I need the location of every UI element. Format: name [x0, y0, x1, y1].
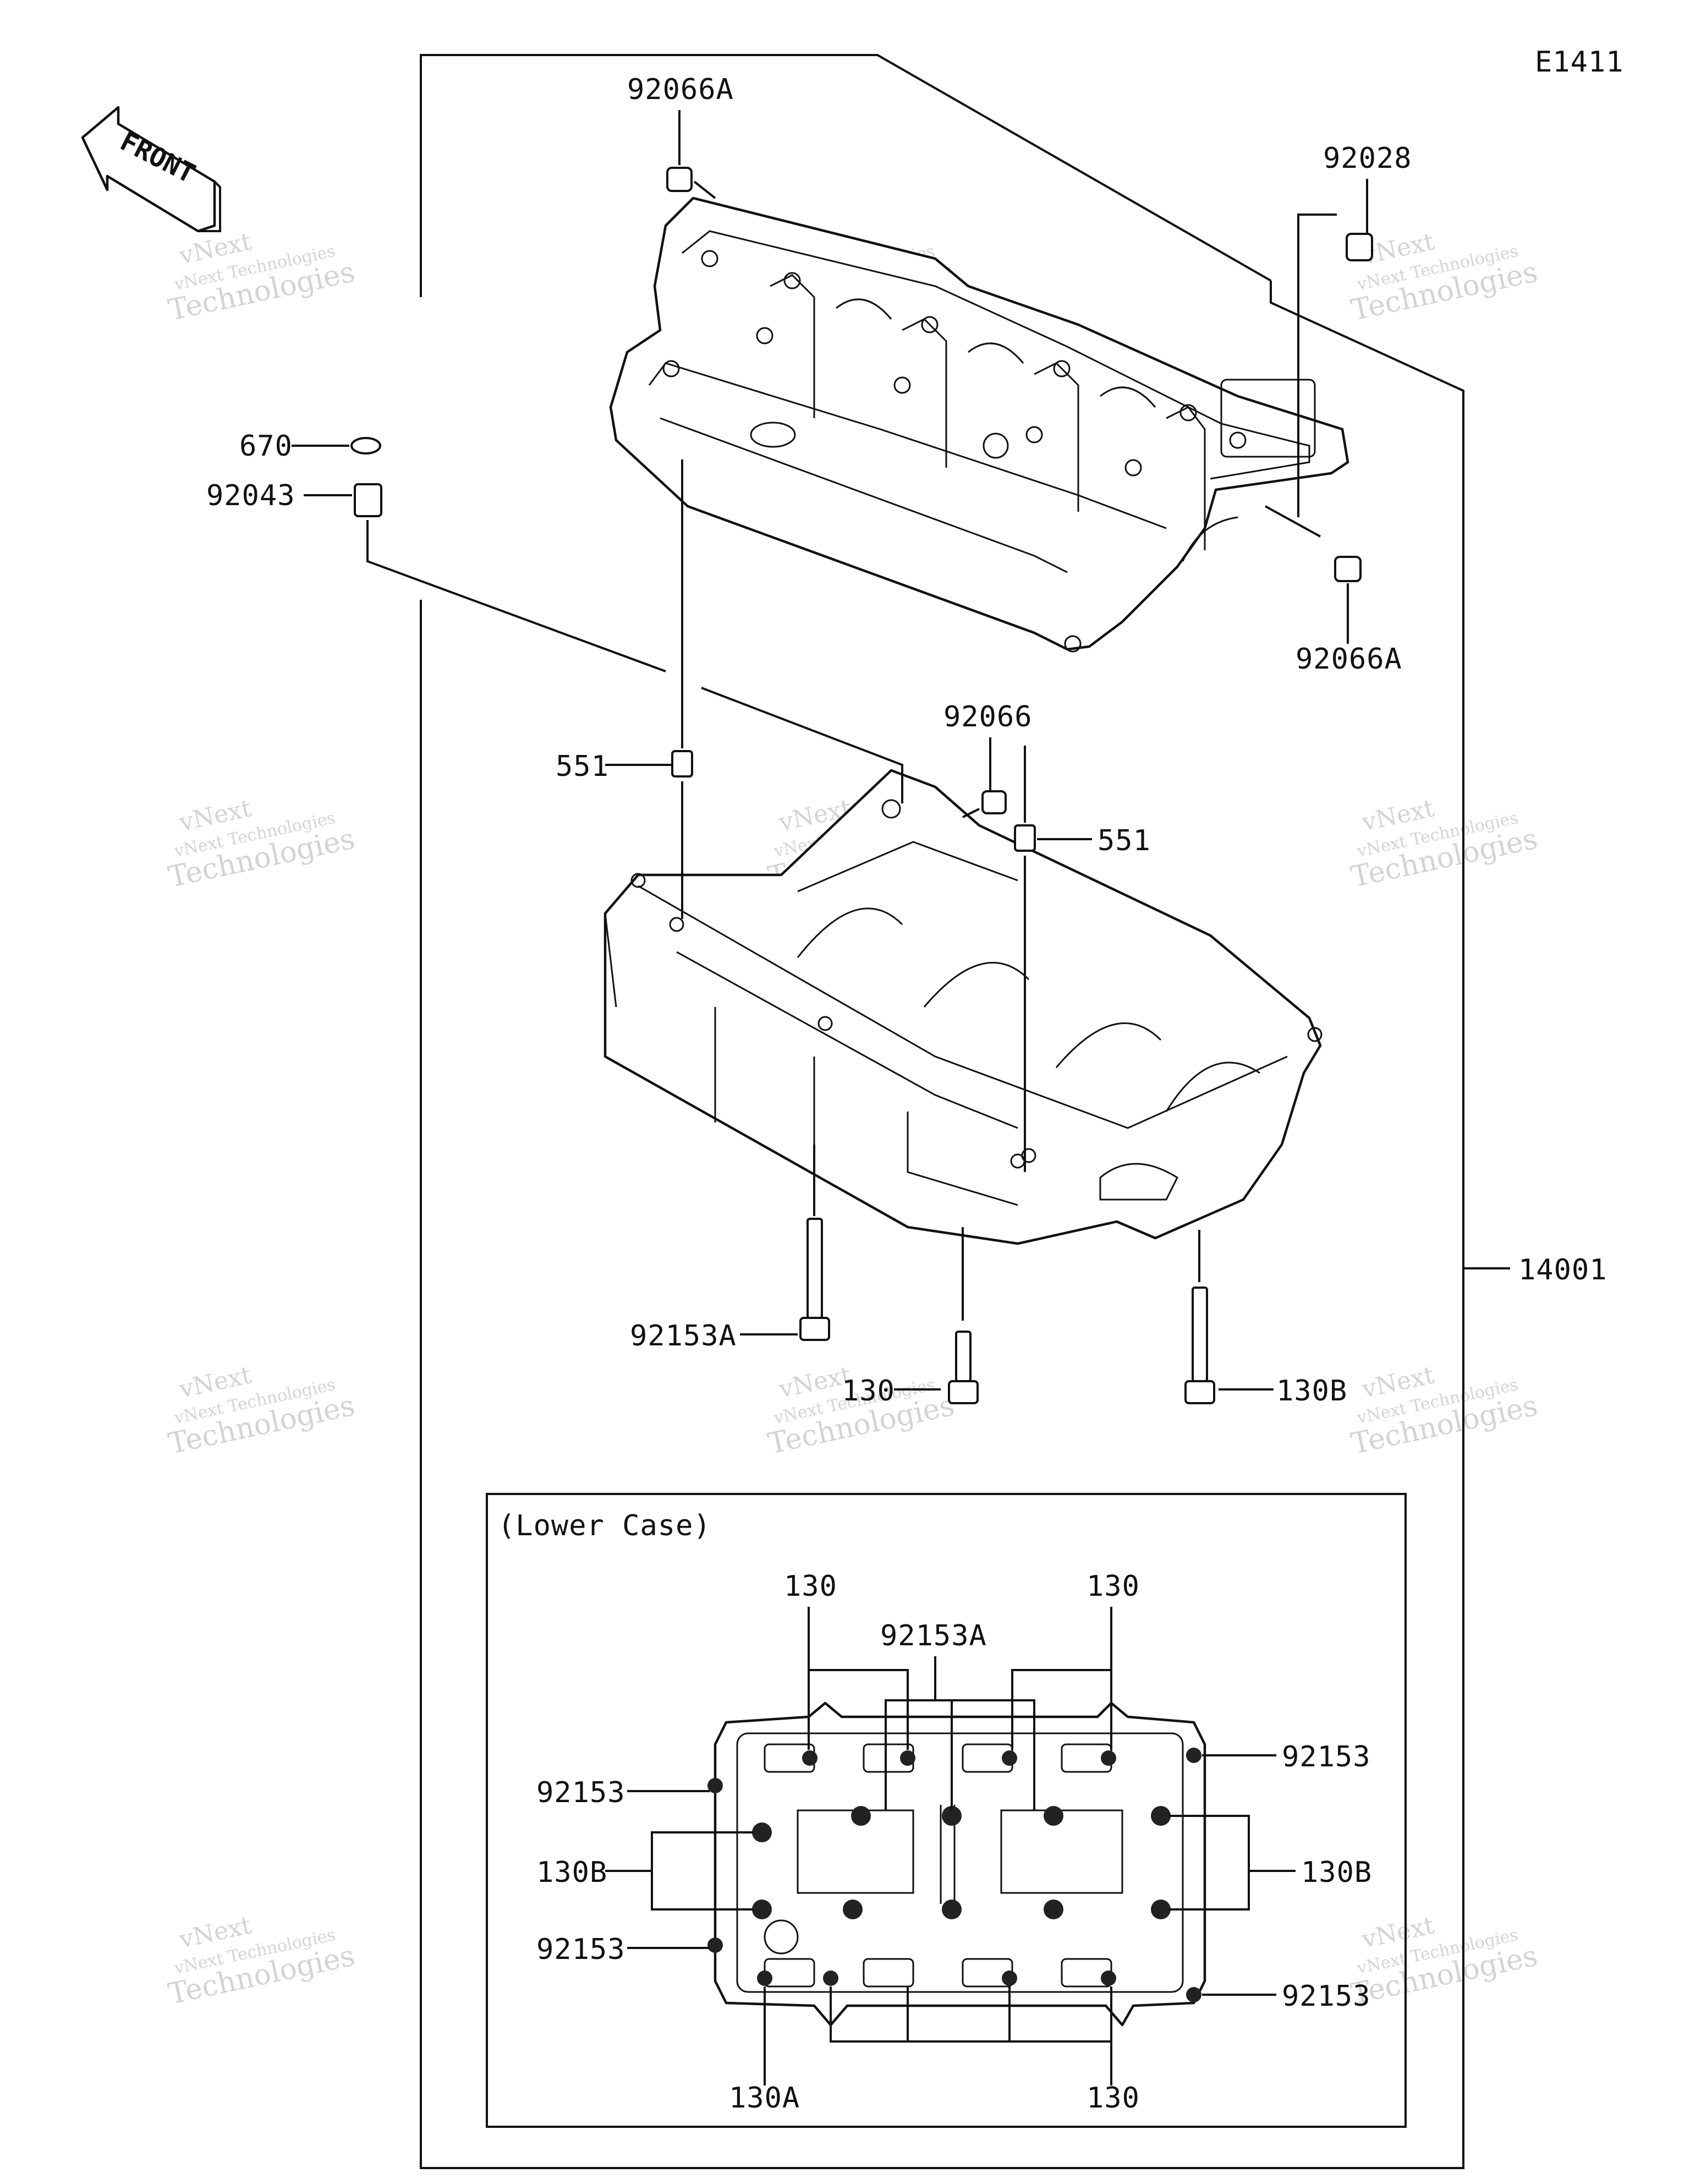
label-14001: 14001	[1518, 1254, 1607, 1287]
inset-label-92153-right-top: 92153	[1282, 1740, 1371, 1774]
label-92066A-top: 92066A	[627, 73, 734, 106]
inset-label-92153-left-top: 92153	[536, 1776, 625, 1809]
label-130B: 130B	[1276, 1375, 1347, 1408]
part-92066A-right: 92066A	[1296, 556, 1402, 676]
front-arrow-icon: FRONT	[81, 106, 221, 233]
part-92066: 92066	[943, 700, 1033, 818]
label-92066: 92066	[943, 700, 1033, 734]
inset-lower-case: (Lower Case) 130	[486, 1493, 1407, 2128]
part-670: 670	[239, 430, 381, 463]
inset-label-130A: 130A	[729, 2082, 800, 2115]
leader-dowel	[701, 687, 903, 803]
inset-label-130-bottom: 130	[1087, 2082, 1140, 2115]
lower-crankcase	[603, 769, 1323, 1245]
part-130-bolt: 130	[842, 1227, 979, 1408]
label-92153A: 92153A	[630, 1320, 737, 1353]
part-92066A-top: 92066A	[627, 73, 734, 199]
inset-label-92153A: 92153A	[880, 1619, 987, 1652]
part-130B-bolt: 130B	[1184, 1230, 1347, 1408]
label-92066A-right: 92066A	[1296, 643, 1402, 676]
part-92153A-bolt: 92153A	[630, 1145, 830, 1353]
inset-label-130-top-left: 130	[784, 1570, 837, 1603]
part-551-right: 551	[1014, 746, 1151, 1172]
assembly-bracket	[420, 54, 1510, 2169]
part-92028: 92028	[1265, 142, 1412, 538]
inset-label-130-top-right: 130	[1087, 1570, 1140, 1603]
label-551-left: 551	[556, 750, 609, 783]
part-551-left: 551	[556, 459, 693, 919]
inset-label-130B-left: 130B	[536, 1856, 607, 1889]
label-551-right: 551	[1098, 824, 1151, 857]
inset-label-130B-right: 130B	[1301, 1856, 1372, 1889]
inset-label-92153-right-bottom: 92153	[1282, 1980, 1371, 2013]
label-130: 130	[842, 1375, 895, 1408]
upper-crankcase	[609, 196, 1349, 653]
label-92043: 92043	[206, 479, 295, 512]
label-670: 670	[239, 430, 293, 463]
inset-label-92153-left-bottom: 92153	[536, 1933, 625, 1966]
part-92043: 92043	[206, 479, 666, 672]
inset-title: (Lower Case)	[498, 1509, 711, 1542]
diagram-code: E1411	[1535, 46, 1624, 79]
label-92028: 92028	[1323, 142, 1412, 175]
